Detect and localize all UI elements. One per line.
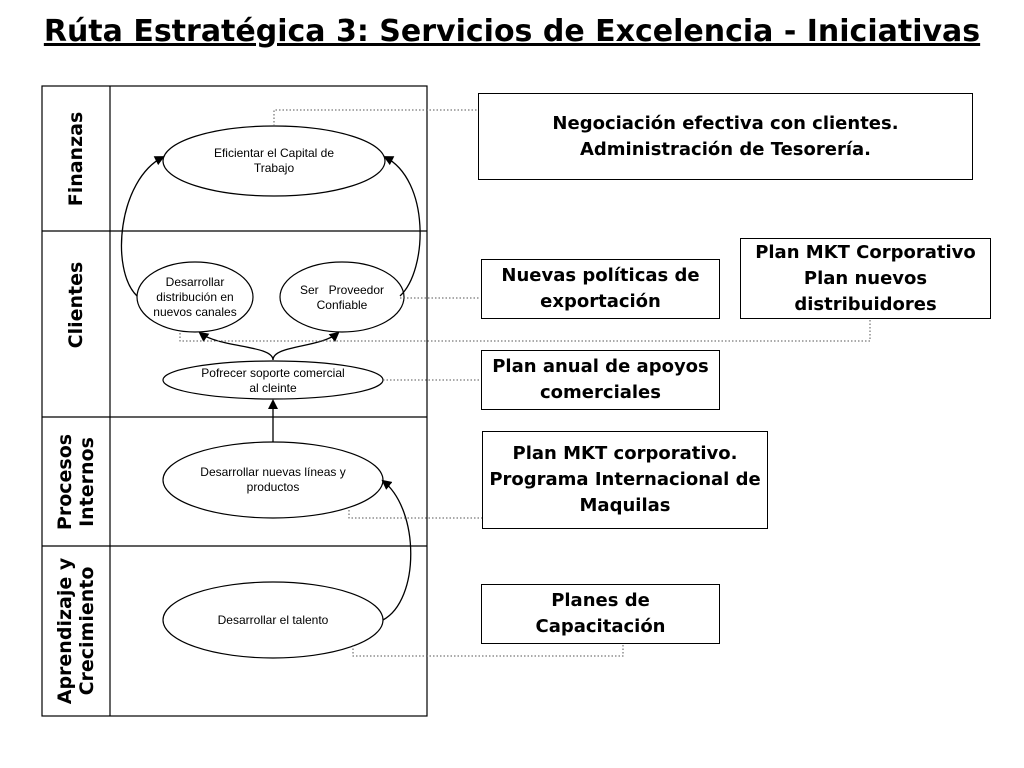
- objective-distribucion-shape: [136, 261, 254, 333]
- arrow-proveedor-capital: [383, 156, 421, 297]
- initiative-capacitacion: Planes de Capacitación: [481, 584, 720, 644]
- perspective-finanzas-label: Finanzas: [65, 111, 87, 207]
- arrow-soporte-distribucion: [198, 331, 274, 361]
- arrow-soporte-proveedor: [272, 331, 340, 361]
- page-title: Rúta Estratégica 3: Servicios de Excelen…: [43, 14, 981, 49]
- initiative-mkt-distribuidores: Plan MKT Corporativo Plan nuevos distrib…: [740, 238, 991, 319]
- dotted-connectors: [179, 109, 871, 657]
- initiative-apoyos: Plan anual de apoyos comerciales: [481, 350, 720, 410]
- objective-lineas: Desarrollar nuevas líneas y productos: [200, 465, 346, 494]
- arrow-talento-lineas: [381, 479, 412, 621]
- initiative-maquilas: Plan MKT corporativo. Programa Internaci…: [482, 431, 768, 529]
- arrow-distribucion-capital: [120, 156, 165, 297]
- initiative-politicas: Nuevas políticas de exportación: [481, 259, 720, 319]
- objective-proveedor-shape: [279, 261, 405, 333]
- objective-soporte: Pofrecer soporte comercial al cleinte: [201, 366, 345, 395]
- objective-distribucion: Desarrollar distribución en nuevos canal…: [153, 275, 237, 319]
- perspective-procesos-label: Procesos Internos: [54, 433, 98, 531]
- objective-capital: Eficientar el Capital de Trabajo: [213, 146, 335, 175]
- perspective-aprendizaje-label: Aprendizaje y Crecimiento: [54, 557, 98, 705]
- objective-proveedor: Ser Proveedor Confiable: [299, 283, 388, 312]
- objective-talento: Desarrollar el talento: [217, 612, 329, 627]
- initiative-negociacion: Negociación efectiva con clientes. Admin…: [478, 93, 973, 180]
- perspective-clientes-label: Clientes: [65, 261, 87, 349]
- perspective-grid: [41, 85, 428, 717]
